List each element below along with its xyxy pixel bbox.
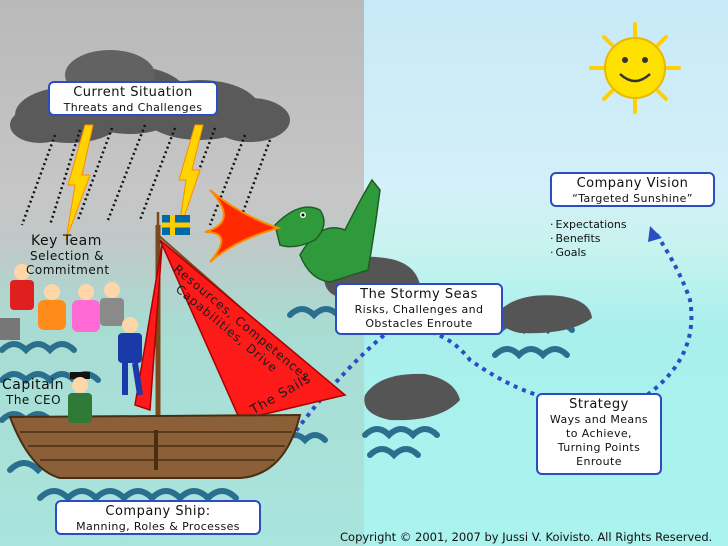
stormy-seas-box: The Stormy Seas Risks, Challenges and Ob… (335, 283, 503, 335)
rain (20, 124, 272, 226)
ship (8, 225, 347, 479)
lightning-icon (65, 124, 204, 241)
company-ship-subtitle: Manning, Roles & Processes (76, 520, 240, 534)
company-vision-subtitle: “Targeted Sunshine” (572, 192, 693, 206)
stormy-seas-title: The Stormy Seas (360, 287, 478, 302)
vision-bullet: Goals (550, 246, 627, 260)
key-team-title: Key Team (31, 233, 102, 249)
strategy-line1: Ways and Means (549, 413, 649, 427)
swedish-flag-icon (156, 212, 190, 240)
vision-bullet: Expectations (550, 218, 627, 232)
key-team-figures (0, 264, 143, 396)
sea-dragon-icon (204, 178, 381, 283)
route-arrowhead-icon (648, 226, 662, 242)
stormy-seas-line2: Obstacles Enroute (365, 317, 473, 330)
captain-figure (68, 372, 92, 423)
company-vision-box: Company Vision “Targeted Sunshine” (550, 172, 715, 207)
strategy-box: Strategy Ways and Means to Achieve, Turn… (536, 393, 662, 475)
key-team-line1: Selection & (30, 249, 104, 263)
capitain-label: Capitain The CEO (2, 377, 64, 407)
company-vision-title: Company Vision (576, 176, 689, 191)
company-ship-title: Company Ship: (105, 504, 211, 519)
vision-bullet: Benefits (550, 232, 627, 246)
current-situation-subtitle: Threats and Challenges (63, 101, 203, 115)
sun-icon (589, 22, 681, 114)
stormy-seas-line1: Risks, Challenges and (354, 303, 484, 317)
capitain-subtitle: The CEO (6, 393, 62, 407)
vision-bullet-list: Expectations Benefits Goals (550, 218, 627, 260)
strategy-line4: Enroute (576, 454, 622, 468)
strategy-line3: Turning Points (557, 440, 641, 454)
copyright-notice: Copyright © 2001, 2007 by Jussi V. Koivi… (340, 530, 713, 544)
strategy-line2: to Achieve, (566, 427, 632, 440)
capitain-title: Capitain (2, 377, 64, 393)
key-team-line2: Commitment (26, 263, 110, 277)
current-situation-title: Current Situation (73, 85, 193, 100)
key-team-label: Key Team Selection & Commitment (26, 233, 116, 277)
company-ship-box: Company Ship: Manning, Roles & Processes (55, 500, 261, 535)
strategy-route (273, 230, 694, 462)
current-situation-box: Current Situation Threats and Challenges (48, 81, 218, 116)
strategy-title: Strategy (569, 397, 629, 412)
